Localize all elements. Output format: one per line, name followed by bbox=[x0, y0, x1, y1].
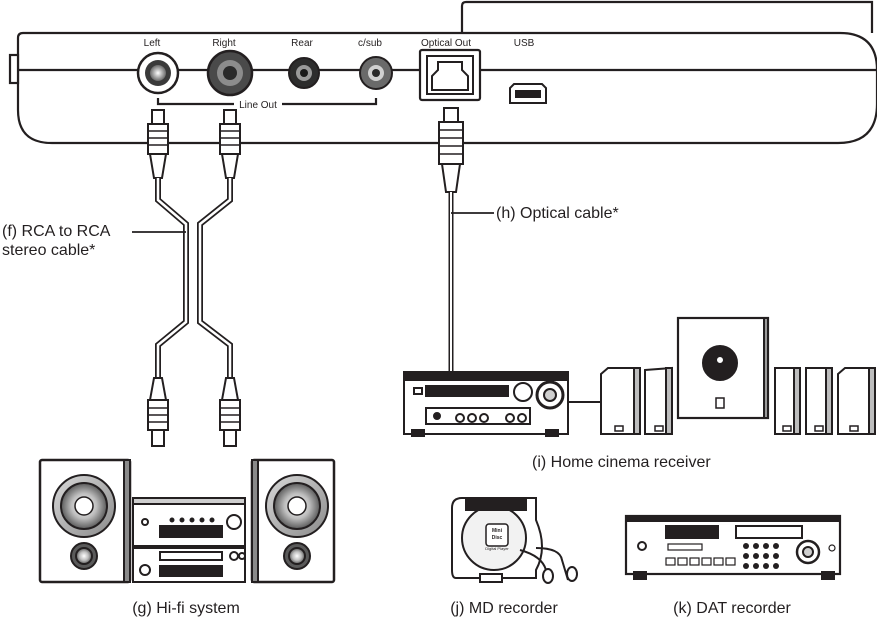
optical-cable bbox=[438, 107, 494, 372]
surround-speakers bbox=[600, 316, 876, 435]
md-recorder bbox=[451, 497, 578, 584]
port-label-optical-out: Optical Out bbox=[421, 38, 471, 49]
port-label-csub: c/sub bbox=[358, 38, 382, 49]
rca-plug-left-top bbox=[147, 109, 169, 179]
port-label-left: Left bbox=[144, 38, 161, 49]
usb-port bbox=[509, 83, 547, 104]
rca-plug-right-bottom bbox=[219, 377, 241, 447]
md-disc-text-2: Disc bbox=[492, 535, 503, 541]
md-disc-text-1: Mini bbox=[492, 528, 503, 534]
rca-plug-right-top bbox=[219, 109, 241, 179]
rca-cable bbox=[132, 109, 241, 447]
hifi-label: (g) Hi-fi system bbox=[132, 600, 240, 617]
port-label-usb: USB bbox=[514, 38, 535, 49]
right-jack bbox=[206, 49, 254, 97]
rca-plug-left-bottom bbox=[147, 377, 169, 447]
dat-recorder bbox=[624, 514, 842, 580]
left-jack bbox=[136, 51, 180, 95]
md-disc-text-3: Digital Player bbox=[485, 546, 509, 551]
home-cinema-receiver bbox=[403, 371, 601, 437]
dat-recorder-label: (k) DAT recorder bbox=[673, 600, 791, 617]
line-out-label: Line Out bbox=[239, 100, 277, 111]
csub-jack bbox=[359, 56, 393, 90]
home-cinema-label: (i) Home cinema receiver bbox=[532, 454, 711, 471]
rca-cable-label-line2: stereo cable* bbox=[2, 242, 95, 259]
rca-cable-label-line1: (f) RCA to RCA bbox=[2, 223, 111, 240]
rear-jack bbox=[288, 57, 320, 89]
optical-cable-label: (h) Optical cable* bbox=[496, 205, 619, 222]
hifi-system bbox=[38, 458, 336, 584]
port-label-right: Right bbox=[212, 38, 236, 49]
optical-out-port bbox=[418, 48, 482, 102]
md-recorder-label: (j) MD recorder bbox=[450, 600, 558, 617]
port-label-rear: Rear bbox=[291, 38, 313, 49]
